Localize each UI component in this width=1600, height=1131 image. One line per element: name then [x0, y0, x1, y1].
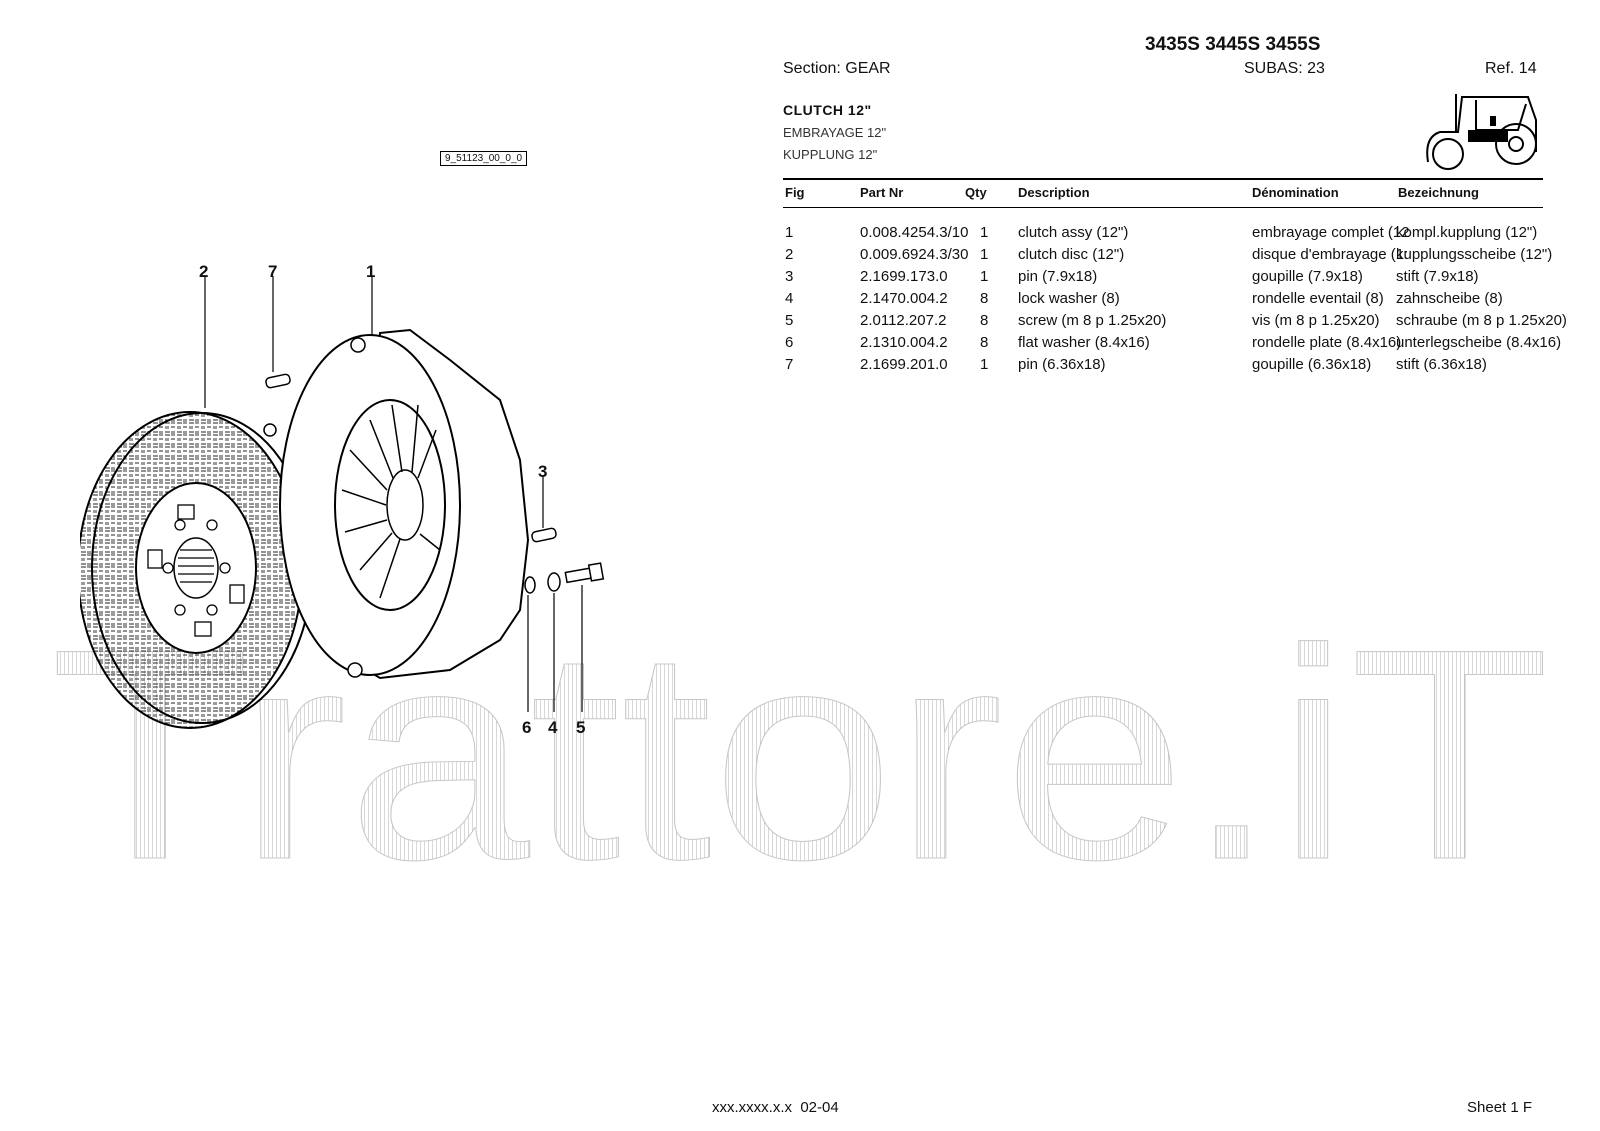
callout-3: 3 [538, 462, 548, 481]
col-header-fig: Fig [785, 185, 805, 200]
sheet-label: Sheet 1 F [1467, 1099, 1533, 1116]
ref-label: Ref. 14 [1485, 60, 1537, 77]
flat-washer-6 [524, 576, 536, 594]
cell-fig: 3 [785, 268, 794, 285]
screw-5 [564, 562, 605, 584]
cell-bezeichnung: kompl.kupplung (12") [1396, 224, 1538, 241]
pin-3 [531, 527, 557, 543]
title-english: CLUTCH 12" [783, 102, 872, 118]
cell-description: flat washer (8.4x16) [1018, 334, 1150, 351]
cell-part-nr: 2.1699.201.0 [860, 356, 948, 373]
model-list: 3435S 3445S 3455S [1145, 34, 1321, 55]
cell-qty: 8 [980, 312, 989, 329]
cell-qty: 1 [980, 268, 989, 285]
cell-part-nr: 2.1699.173.0 [860, 268, 948, 285]
callout-2: 2 [199, 262, 209, 281]
cell-denomination: rondelle plate (8.4x16) [1252, 334, 1402, 351]
cell-bezeichnung: schraube (m 8 p 1.25x20) [1396, 312, 1567, 329]
pressure-plate-assembly [263, 328, 530, 680]
cell-part-nr: 0.008.4254.3/10 [860, 224, 969, 241]
table-header-rule [783, 207, 1543, 208]
cell-denomination: goupille (7.9x18) [1252, 268, 1363, 285]
cell-description: clutch disc (12") [1018, 246, 1125, 263]
subas-label: SUBAS: 23 [1244, 60, 1325, 77]
title-french: EMBRAYAGE 12" [783, 125, 887, 140]
title-german: KUPPLUNG 12" [783, 147, 878, 162]
cell-denomination: vis (m 8 p 1.25x20) [1252, 312, 1380, 329]
cell-description: clutch assy (12") [1018, 224, 1129, 241]
cell-denomination: goupille (6.36x18) [1252, 356, 1372, 373]
cell-bezeichnung: unterlegscheibe (8.4x16) [1396, 334, 1562, 351]
callout-7: 7 [268, 262, 278, 281]
cell-fig: 2 [785, 246, 794, 263]
footer-code: xxx.xxxx.x.x 02-04 [712, 1099, 839, 1116]
cell-denomination: disque d'embrayage (1: [1252, 246, 1409, 263]
cell-denomination: rondelle eventail (8) [1252, 290, 1384, 307]
cell-qty: 8 [980, 290, 989, 307]
cell-qty: 1 [980, 356, 989, 373]
tractor-icon [1426, 94, 1537, 170]
table-top-rule [783, 178, 1543, 180]
clutch-disc [80, 411, 313, 729]
cell-bezeichnung: kupplungsscheibe (12") [1396, 246, 1553, 263]
cell-fig: 1 [785, 224, 794, 241]
col-header-part-nr: Part Nr [860, 185, 904, 200]
section-label: Section: GEAR [783, 60, 891, 77]
col-header-qty: Qty [965, 185, 987, 200]
cell-fig: 7 [785, 356, 794, 373]
cell-part-nr: 2.1470.004.2 [860, 290, 948, 307]
cell-bezeichnung: stift (7.9x18) [1396, 268, 1479, 285]
cell-fig: 6 [785, 334, 794, 351]
cell-qty: 1 [980, 224, 989, 241]
drawing-reference: 9_51123_00_0_0 [440, 151, 528, 166]
col-header-bezeichnung: Bezeichnung [1398, 185, 1479, 200]
cell-qty: 1 [980, 246, 989, 263]
cell-description: pin (7.9x18) [1018, 268, 1098, 285]
cell-fig: 4 [785, 290, 794, 307]
cell-description: pin (6.36x18) [1018, 356, 1106, 373]
callout-5: 5 [576, 718, 586, 737]
callout-1: 1 [366, 262, 376, 281]
col-header-description: Description [1018, 185, 1090, 200]
cell-denomination: embrayage complet (12 [1252, 224, 1410, 241]
cell-bezeichnung: zahnscheibe (8) [1396, 290, 1503, 307]
cell-part-nr: 2.0112.207.2 [860, 312, 947, 329]
callout-6: 6 [522, 718, 532, 737]
lock-washer-4 [547, 572, 561, 592]
cell-bezeichnung: stift (6.36x18) [1396, 356, 1487, 373]
cell-qty: 8 [980, 334, 989, 351]
pin-7 [265, 373, 291, 389]
clutch-exploded-drawing [80, 276, 605, 729]
cell-description: lock washer (8) [1018, 290, 1120, 307]
col-header-denomination: Dénomination [1252, 185, 1339, 200]
cell-fig: 5 [785, 312, 794, 329]
cell-part-nr: 2.1310.004.2 [860, 334, 948, 351]
cell-description: screw (m 8 p 1.25x20) [1018, 312, 1167, 329]
callout-4: 4 [548, 718, 558, 737]
cell-part-nr: 0.009.6924.3/30 [860, 246, 969, 263]
